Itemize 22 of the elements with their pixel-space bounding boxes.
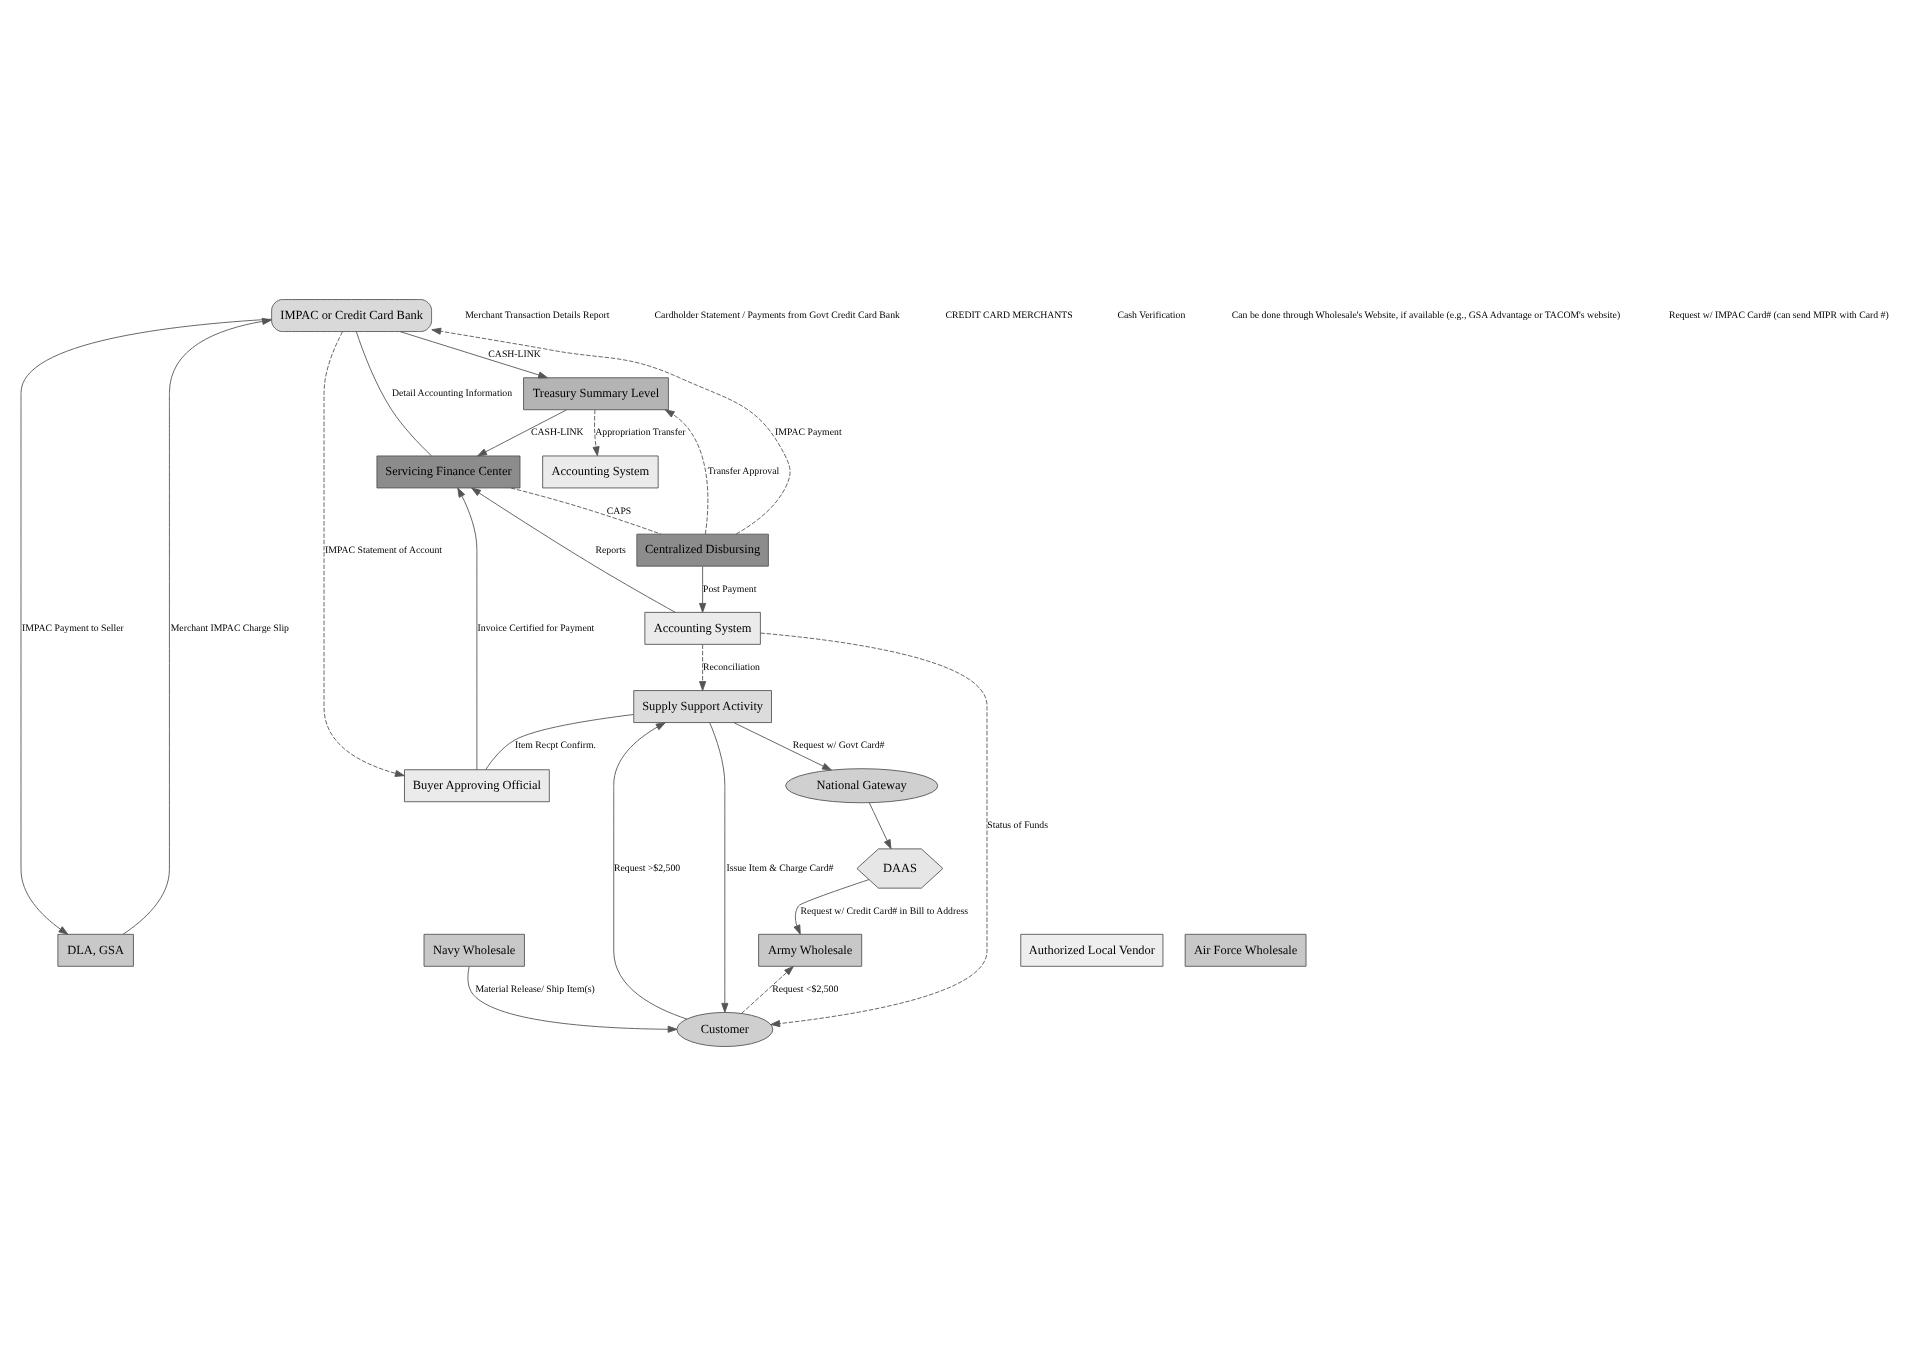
connector [485,714,634,771]
arrow [664,409,709,535]
arrow [431,327,791,535]
arrow [741,966,794,1014]
arrow [467,966,678,1033]
arrow [399,331,548,379]
arrow [868,802,892,850]
arrow [457,487,478,771]
arrow [592,409,600,457]
arrow [793,879,870,935]
arrow [613,722,688,1020]
arrow [20,318,272,935]
arrow [709,722,729,1013]
connector [510,487,662,535]
arrow [471,487,676,613]
arrow [477,409,567,457]
arrow [323,331,405,777]
arrow [699,566,707,613]
arrow [733,722,832,771]
arrow [699,644,707,691]
connector [355,331,433,457]
arrow [122,317,272,935]
